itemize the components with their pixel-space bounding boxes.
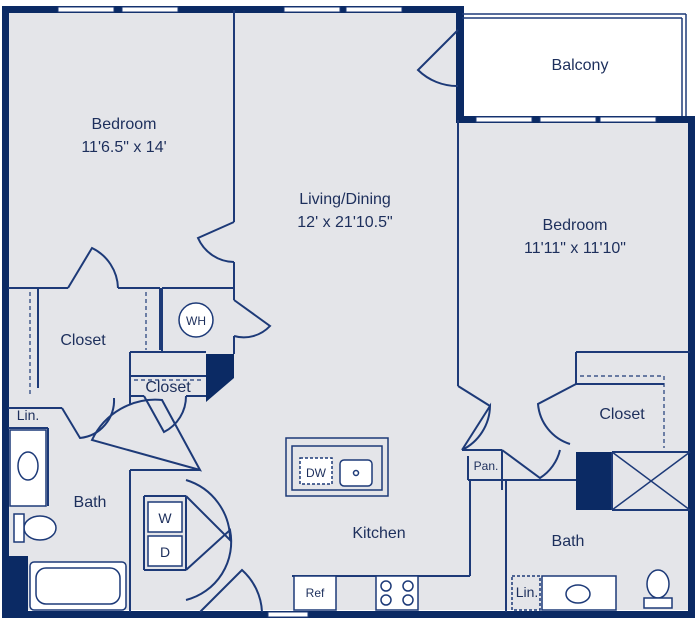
room-name-closet-right: Closet [599, 406, 645, 423]
floor-areas [6, 10, 690, 610]
room-size-living: 12' x 21'10.5" [297, 214, 392, 231]
door-bath-left [90, 398, 203, 472]
floor-right-wing [458, 120, 690, 610]
wall-top [2, 6, 464, 13]
label-refrigerator: Ref [306, 586, 325, 600]
window [267, 611, 309, 618]
wall-corner-block [8, 556, 28, 612]
sink-right [565, 584, 591, 604]
window [283, 6, 341, 13]
label-pantry: Pan. [474, 459, 499, 473]
room-name-kitchen: Kitchen [352, 525, 405, 542]
wall-bottom [2, 611, 695, 618]
room-name-bath-right: Bath [552, 533, 585, 550]
door-laundry-b [185, 528, 233, 601]
wall-chase-wh [206, 354, 234, 402]
label-linen-left: Lin. [17, 407, 40, 423]
room-name-bedroom-right: Bedroom [543, 217, 608, 234]
kitchen-appliances [293, 575, 419, 611]
wall-balcony-left [456, 6, 464, 123]
laundry-appliances [147, 501, 183, 567]
label-washer: W [158, 510, 172, 526]
toilet-left-tank [13, 513, 25, 543]
toilet-right-bowl [646, 569, 670, 599]
label-dryer: D [160, 544, 170, 560]
water-heater-symbol [178, 302, 214, 338]
door-closet-small [143, 395, 188, 434]
door-swings [61, 29, 577, 613]
door-closet-left-a [67, 246, 119, 289]
sink-left [17, 451, 39, 481]
door-balcony [416, 29, 459, 88]
toilet-right-tank [643, 597, 673, 609]
bathtub-left-inner [35, 567, 121, 605]
bath-left-fixtures [9, 429, 127, 611]
range-burner [380, 580, 392, 592]
dryer [147, 535, 183, 567]
window [345, 6, 403, 13]
window [57, 6, 115, 13]
vanity-right [541, 575, 617, 611]
range-burner [402, 594, 414, 606]
room-size-bedroom-left: 11'6.5" x 14' [81, 139, 166, 156]
wall-left [2, 6, 9, 618]
fixture-labels: WH W D DW Ref Pan. Lin. Lin. [17, 314, 539, 600]
dishwasher-box [299, 457, 333, 485]
door-bath-right [501, 449, 561, 480]
room-name-closet-left: Closet [60, 332, 106, 349]
kitchen-sink [339, 459, 373, 487]
washer [147, 501, 183, 533]
exterior-walls [2, 6, 695, 618]
range [375, 575, 419, 611]
window [539, 116, 597, 123]
door-closet-left-b [61, 397, 116, 440]
room-labels: Bedroom 11'6.5" x 14' Living/Dining 12' … [60, 57, 645, 550]
wall-chase-right [576, 452, 612, 510]
toilet-left-bowl [23, 515, 57, 541]
bath-right-fixtures [511, 569, 673, 611]
room-name-closet-small: Closet [145, 379, 191, 396]
door-bedroom-left [196, 221, 235, 263]
hvac-box [611, 451, 691, 511]
label-water-heater: WH [186, 314, 206, 328]
refrigerator [293, 575, 337, 611]
wall-right [688, 116, 695, 618]
window [121, 6, 179, 13]
room-name-living: Living/Dining [299, 191, 391, 208]
door-laundry-a [185, 479, 232, 543]
balcony-railing [462, 13, 687, 116]
door-entry [199, 568, 263, 613]
window [599, 116, 657, 123]
windows [57, 6, 657, 618]
kitchen-island [285, 437, 389, 497]
room-name-bedroom-left: Bedroom [92, 116, 157, 133]
floor-balcony [460, 12, 686, 116]
window [475, 116, 533, 123]
room-name-bath-left: Bath [74, 494, 107, 511]
door-wh [233, 299, 272, 339]
room-size-bedroom-right: 11'11" x 11'10" [524, 240, 626, 257]
door-bedroom-right [461, 402, 492, 451]
room-name-balcony: Balcony [552, 57, 609, 74]
range-burner [380, 594, 392, 606]
linen-right-box [511, 575, 541, 611]
range-burner [402, 580, 414, 592]
door-closet-right [536, 383, 577, 445]
label-dishwasher: DW [306, 466, 327, 480]
label-linen-right: Lin. [516, 584, 539, 600]
closet-shelves [29, 292, 665, 448]
